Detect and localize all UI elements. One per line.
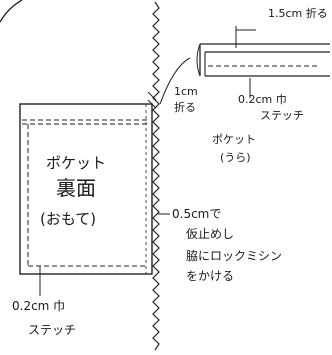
corner-arc — [0, 0, 23, 23]
corner-hatch-2 — [147, 91, 157, 101]
side-view-fold-curve — [196, 43, 201, 77]
corner-hatch-1 — [147, 99, 157, 109]
label-pocket-front-a: ポケット — [46, 154, 107, 172]
label-pocket-back-b: (うら) — [220, 151, 251, 164]
pocket-outline — [19, 103, 153, 275]
serged-edge-zigzag — [152, 1, 160, 351]
label-stitch-top-a: 0.2cm 巾 — [238, 93, 287, 106]
label-fold-1cm-a: 1cm — [174, 85, 198, 98]
label-seam-b: 仮止めし — [186, 227, 235, 241]
label-stitch-bottom-a: 0.2cm 巾 — [12, 299, 66, 313]
label-stitch-top-b: ステッチ — [260, 109, 304, 122]
leader-fold-1cm — [159, 57, 191, 105]
label-fold-width: 1.5cm 折る — [268, 7, 328, 20]
label-stitch-bottom-b: ステッチ — [28, 323, 77, 337]
label-fold-1cm-b: 折る — [174, 101, 196, 114]
label-pocket-back-a: ポケット — [212, 133, 256, 146]
label-seam-d: をかける — [186, 269, 235, 283]
label-pocket-front-c: (おもて) — [40, 210, 97, 228]
label-seam-a: 0.5cmで — [172, 207, 222, 221]
label-seam-c: 脇にロックミシン — [186, 249, 283, 263]
label-pocket-front-b: 裏面 — [56, 176, 96, 200]
